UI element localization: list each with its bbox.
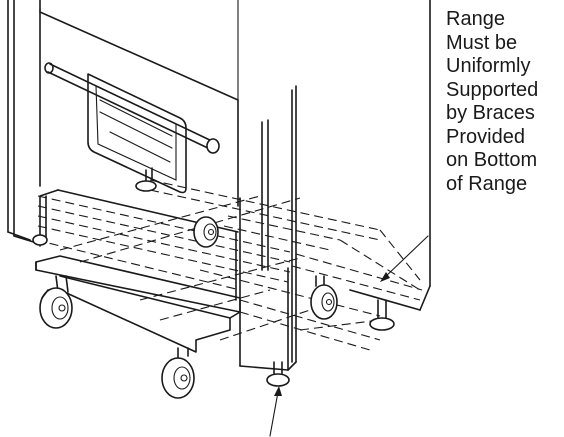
range-right-side	[349, 0, 431, 311]
callout-line: Provided	[446, 125, 525, 148]
range-foot	[135, 167, 157, 192]
callout-line: Supported	[446, 78, 539, 101]
stand-lower-frame	[35, 189, 241, 353]
callout-line: by Braces	[446, 102, 535, 124]
leveling-foot-right	[369, 299, 395, 331]
caster-front-center	[161, 347, 195, 399]
callout-line: Range	[446, 8, 505, 30]
caster-rear-right	[310, 275, 338, 320]
caster-rear-center	[193, 216, 219, 248]
callout-line: Must be	[446, 31, 518, 54]
leveling-foot-front	[266, 361, 290, 387]
callout-arrow-lower	[269, 386, 282, 437]
front-corner-post	[239, 85, 297, 371]
stand-dashed-frame	[35, 179, 423, 351]
callout-line: of Range	[446, 172, 528, 195]
door-handle	[44, 62, 220, 154]
callout-line: Uniformly	[446, 55, 531, 77]
callout-line: on Bottom	[446, 149, 538, 171]
brace-callout-text: Range Must be Uniformly Supported by Bra…	[446, 8, 562, 196]
range-body	[7, 0, 239, 245]
leveling-foot-left	[32, 234, 48, 246]
oven-window	[87, 73, 187, 194]
caster-front-left	[39, 275, 73, 329]
callout-arrow-upper	[380, 235, 429, 282]
